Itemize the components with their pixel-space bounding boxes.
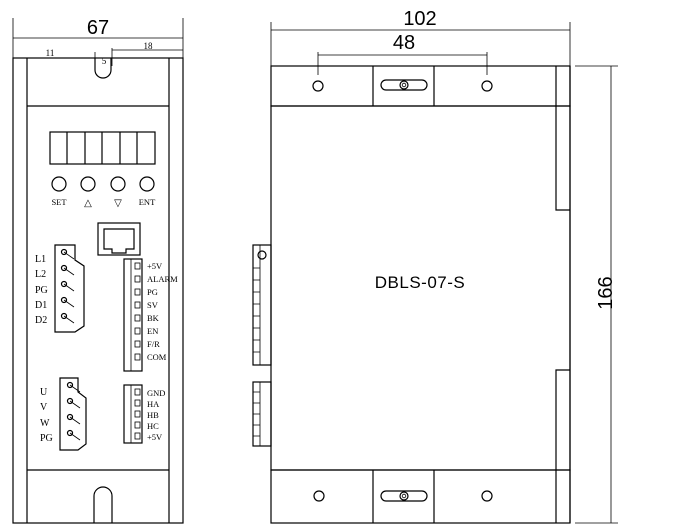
terminal-screw [60, 296, 68, 304]
power-terminal-block: L1 L2 PG D1 D2 [35, 244, 85, 333]
bottom-flange [270, 469, 571, 524]
control-terminal-block: +5V ALARM PG SV BK EN F/R COM [123, 258, 178, 372]
control-terminal-label: BK [147, 313, 160, 323]
motor-terminal-housing [59, 377, 87, 451]
rj45-jack-icon [103, 228, 135, 254]
power-terminal-label: L2 [35, 269, 46, 280]
heatsink-edge-bottom [555, 369, 570, 523]
terminal-screw [66, 397, 74, 405]
bottom-left-mount-hole [313, 490, 325, 502]
set-button-label: SET [51, 197, 67, 207]
terminal-wire-ticks [69, 384, 81, 441]
terminal-screw [60, 280, 68, 288]
terminal-screw [60, 248, 68, 256]
terminal-pin [134, 410, 141, 418]
motor-terminal-label: PG [40, 433, 53, 444]
bottom-screw-center [401, 493, 407, 499]
terminal-pin [134, 388, 141, 396]
up-button[interactable] [80, 176, 96, 192]
motor-terminal-label: V [40, 402, 48, 413]
left-offset-dim: 11 [46, 48, 55, 58]
power-terminal-label: D1 [35, 300, 47, 311]
terminal-screw [60, 264, 68, 272]
side-connector-pins [253, 267, 260, 353]
side-view: 102 48 166 DBLS-07-S [252, 8, 618, 524]
bottom-screw-slot [380, 490, 428, 502]
side-connector-pins [253, 391, 260, 437]
hall-terminal-label: GND [147, 388, 165, 398]
control-terminal-label: +5V [147, 261, 163, 271]
height-dim: 166 [595, 276, 617, 309]
control-terminal-label: PG [147, 287, 158, 297]
front-body-outline [12, 57, 184, 524]
slot-dim: 5 [102, 56, 107, 66]
hole-spacing-dim: 48 [393, 32, 415, 54]
top-mount-slot [94, 58, 112, 79]
terminal-screw [66, 429, 74, 437]
terminal-pin [134, 262, 141, 270]
terminal-screw [66, 381, 74, 389]
right-offset-dim: 18 [144, 41, 154, 51]
control-terminal-housing [123, 258, 143, 372]
top-right-mount-hole [481, 80, 493, 92]
control-terminal-label: EN [147, 326, 158, 336]
motor-terminal-label: U [40, 387, 48, 398]
bottom-right-mount-hole [481, 490, 493, 502]
terminal-pin [134, 432, 141, 440]
model-label: DBLS-07-S [375, 273, 465, 292]
terminal-pin [134, 275, 141, 283]
motor-terminal-block: U V W PG [40, 377, 87, 451]
up-button-label: △ [84, 198, 92, 209]
motor-terminal-label: W [40, 418, 50, 429]
side-connector-lower [252, 381, 272, 447]
hall-terminal-label: HB [147, 410, 159, 420]
width-dim-side: 102 [403, 8, 436, 30]
control-pins [134, 262, 141, 361]
heatsink-edge-top [555, 66, 570, 211]
top-screw-head-icon [399, 80, 409, 90]
control-terminal-label: F/R [147, 339, 160, 349]
control-terminal-label: COM [147, 352, 167, 362]
terminal-pin [134, 327, 141, 335]
power-terminal-label: PG [35, 285, 48, 296]
top-flange [270, 65, 571, 107]
top-left-mount-hole [312, 80, 324, 92]
terminal-pin [134, 353, 141, 361]
top-screw-center [401, 82, 407, 88]
bottom-screw-head-icon [399, 491, 409, 501]
hall-terminal-housing [123, 384, 143, 444]
terminal-pin [134, 340, 141, 348]
down-button[interactable] [110, 176, 126, 192]
terminal-pin [134, 399, 141, 407]
hall-terminal-label: HC [147, 421, 159, 431]
side-connector-upper [252, 244, 272, 366]
hall-terminal-block: GND HA HB HC +5V [123, 384, 165, 444]
front-view: 67 11 5 18 SET △ ▽ ENT [12, 17, 184, 524]
down-button-label: ▽ [114, 198, 122, 209]
power-terminal-label: L1 [35, 254, 46, 265]
control-terminal-label: SV [147, 300, 159, 310]
width-dim-front: 67 [87, 17, 109, 39]
set-button[interactable] [51, 176, 67, 192]
hall-terminal-label: HA [147, 399, 160, 409]
top-screw-slot [380, 79, 428, 91]
ent-button[interactable] [139, 176, 155, 192]
side-connector-screw-icon [257, 250, 267, 260]
rj45-port [97, 222, 141, 256]
bottom-mount-slot [93, 486, 113, 523]
terminal-pin [134, 301, 141, 309]
terminal-pin [134, 314, 141, 322]
terminal-wire-ticks [63, 251, 75, 324]
terminal-pin [134, 421, 141, 429]
hall-terminal-label: +5V [147, 432, 163, 442]
ent-button-label: ENT [139, 197, 156, 207]
side-connector-housing [252, 244, 272, 366]
power-terminal-label: D2 [35, 315, 47, 326]
terminal-screw [60, 312, 68, 320]
terminal-pin [134, 288, 141, 296]
control-terminal-label: ALARM [147, 274, 178, 284]
terminal-screw [66, 413, 74, 421]
power-terminal-housing [54, 244, 85, 333]
